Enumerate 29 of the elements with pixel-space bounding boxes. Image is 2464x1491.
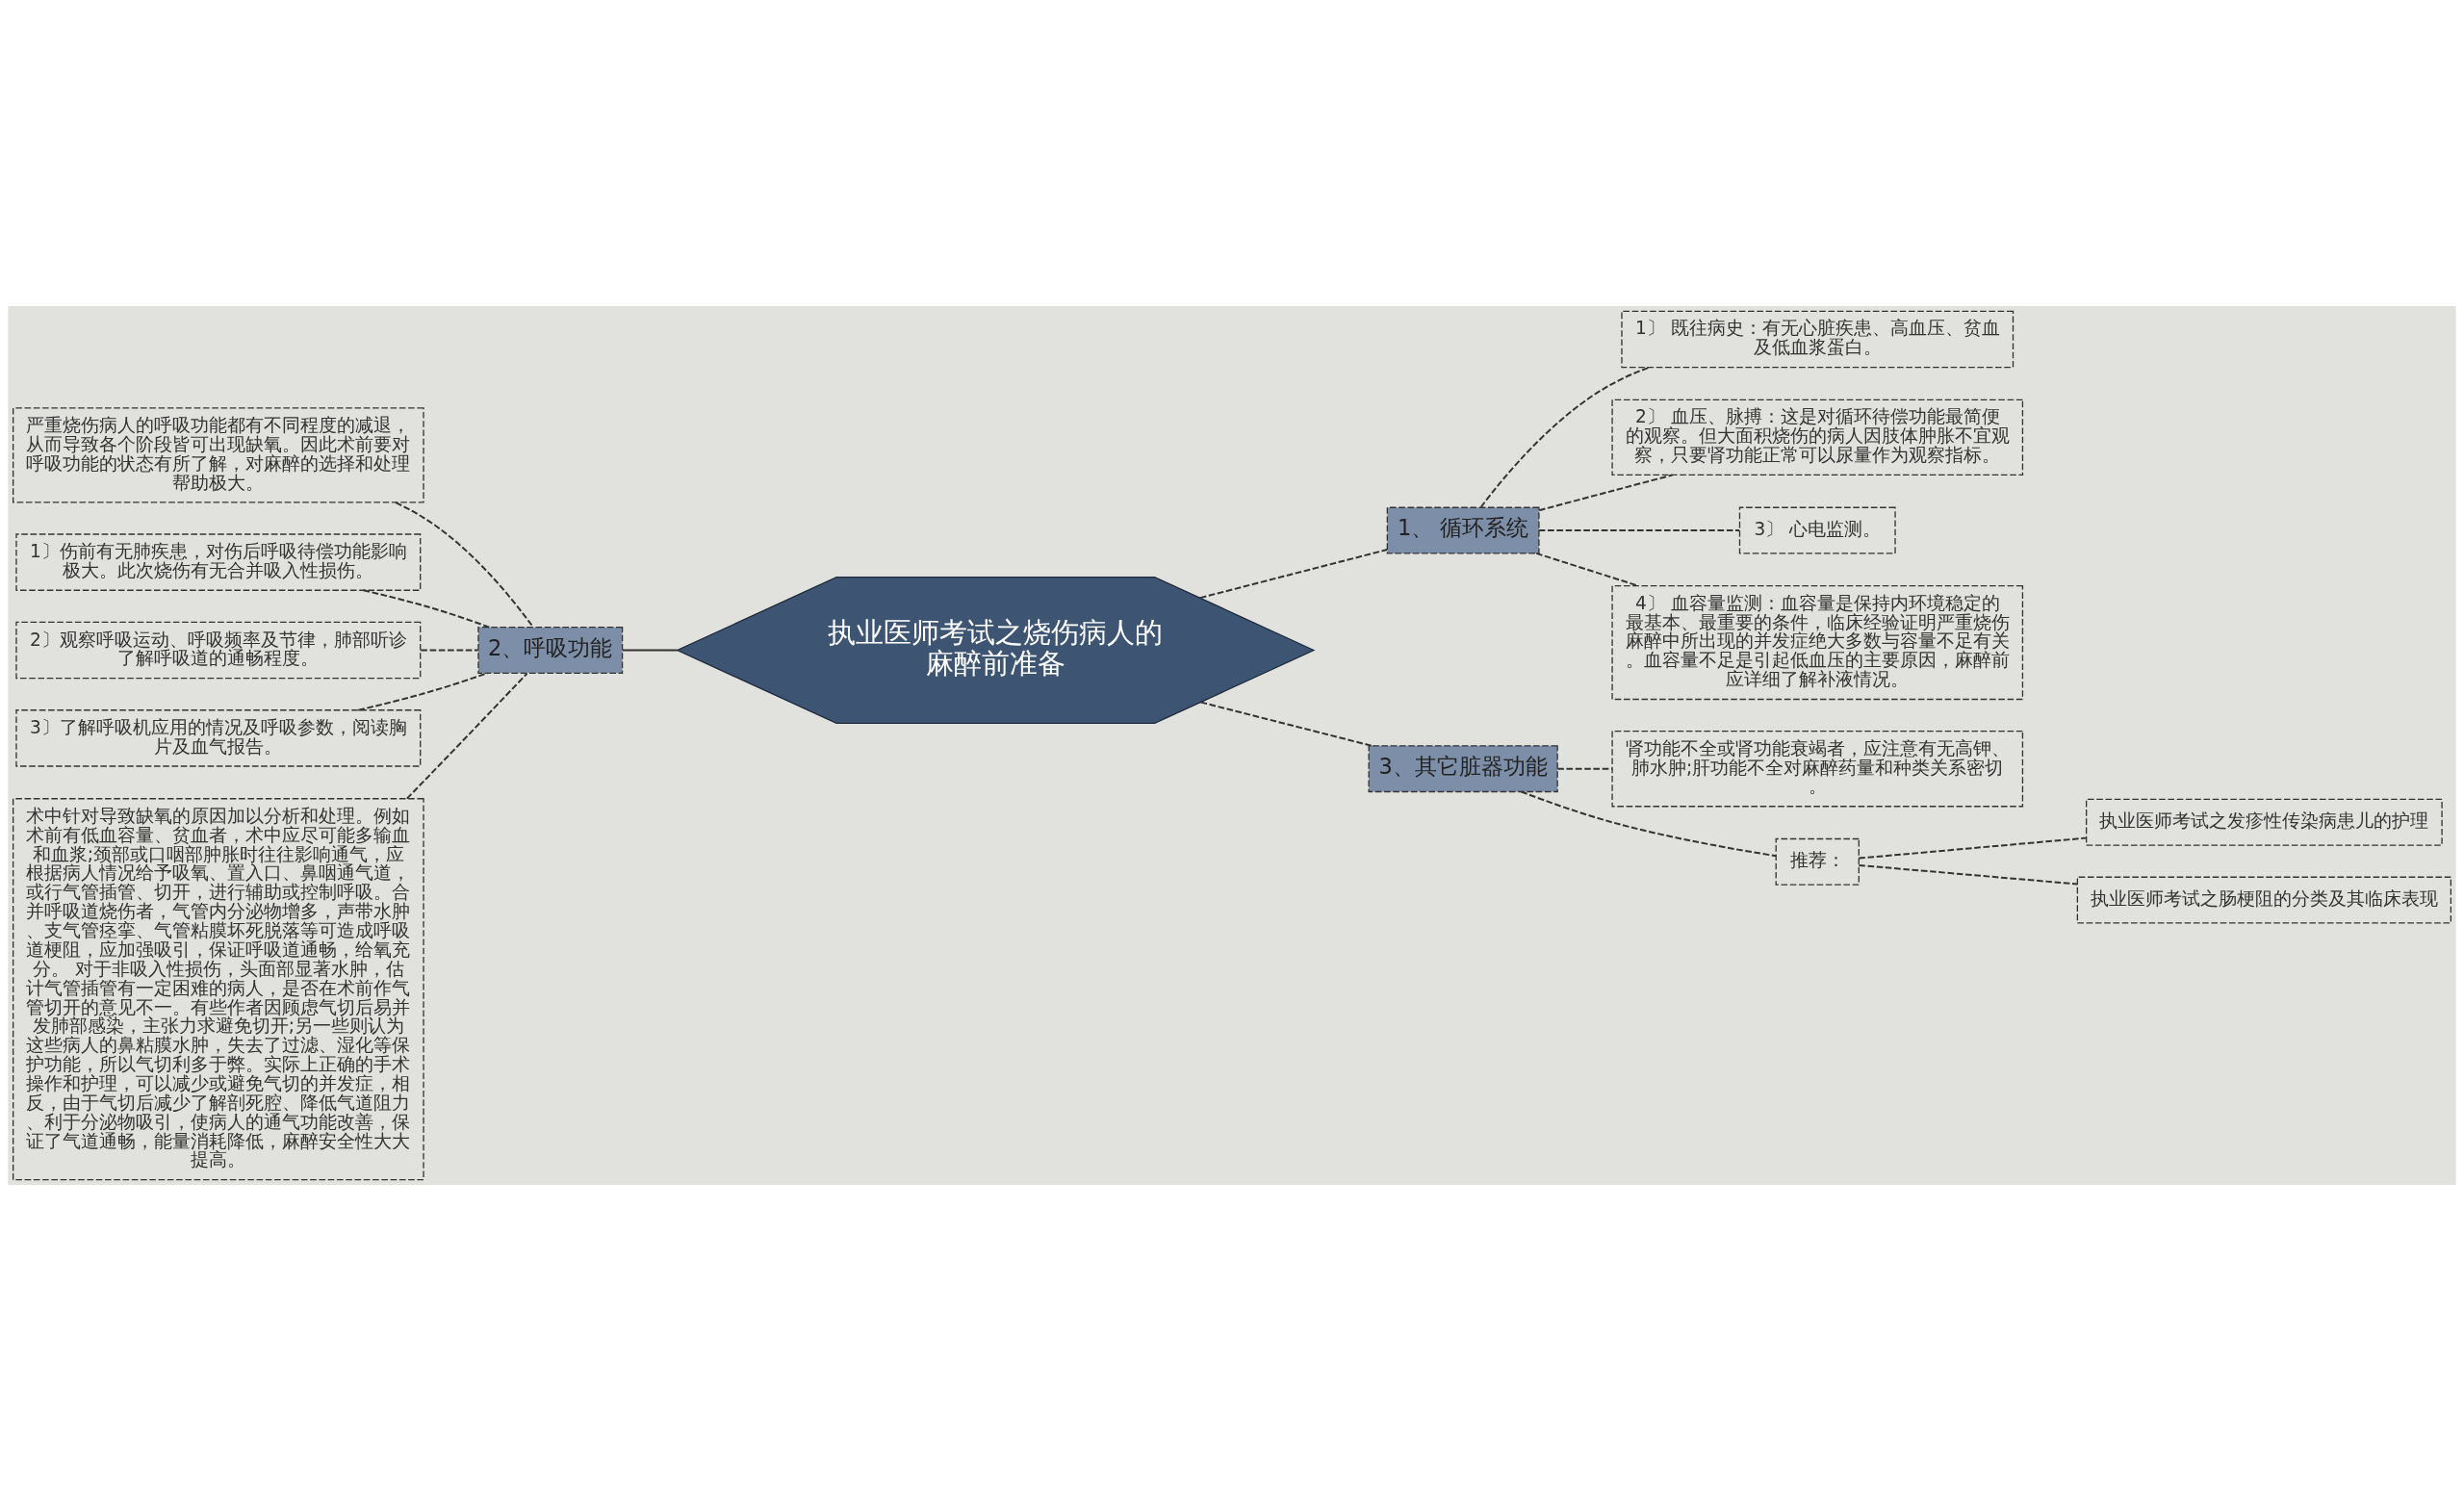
node-box: 2〕 血压、脉搏：这是对循环待偿功能最简便的观察。但大面积烧伤的病人因肢体肿胀不宜观察，只要肾功能正常可以尿量作为观察指标。: [1611, 398, 2024, 476]
connector: [1556, 767, 1613, 770]
connector: [405, 672, 528, 800]
node-box: 3、其它脏器功能: [1368, 745, 1558, 793]
connector: [1858, 836, 2088, 860]
node-box: 4〕 血容量监测：血容量是保持内环境稳定的最基本、最重要的条件，临床经验证明严重烧伤麻醉中所出现的并发症绝大多数与容量不足有关。血容量不足是引起低血压的主要原因，麻醉前应详细了解补液情况。: [1611, 585, 2024, 701]
node-box: 1〕伤前有无肺疾患，对伤后呼吸待偿功能影响极大。此次烧伤有无合并吸入性损伤。: [15, 533, 422, 591]
connector: [1858, 863, 2078, 886]
node-box: 2〕观察呼吸运动、呼吸频率及节律，肺部听诊了解呼吸道的通畅程度。: [15, 621, 422, 680]
connector: [1537, 529, 1740, 532]
node-box: 3〕了解呼吸机应用的情况及呼吸参数，阅读胸片及血气报告。: [15, 709, 422, 767]
node-box: 1〕 既往病史：有无心脏疾患、高血压、贫血及低血浆蛋白。: [1621, 310, 2015, 369]
connector: [420, 649, 479, 652]
connector: [395, 501, 534, 629]
node-box: 术中针对导致缺氧的原因加以分析和处理。例如术前有低血容量、贫血者，术中应尽可能多输血和血浆;颈部或口咽部肿胀时往往影响通气，应根据病人情况给予吸氧、置入口、鼻咽通气道，或行气管插管、切开，进行辅助或控制呼吸。合并呼吸道烧伤者，气管内分泌物增多，声带水肿、支气管痉挛、气管粘膜坏死脱落等可造成呼吸道梗阻，应加强吸引，保证呼吸道通畅，给氧充分。 对于非吸入性损伤，头面部显著水肿，估计气管插管有一定困难的病人，是否在术前作气管切开的意见不一。有些作者因顾虑气切后易并发肺部感染，主张力求避免切开;另一些则认为这些病人的鼻粘膜水肿，失去了过滤、湿化等保护功能，所以气切利多于弊。实际上正确的手术操作和护理，可以减少或避免气切的并发症，相反，由于气切后减少了解剖死腔、降低气道阻力、利于分泌物吸引，使病人的通气功能改善，保证了气道通畅，能量消耗降低，麻醉安全性大大提高。: [13, 798, 424, 1181]
connector: [1198, 549, 1389, 600]
connector: [1538, 474, 1674, 512]
node-box: 肾功能不全或肾功能衰竭者，应注意有无高钾、肺水肿;肝功能不全对麻醉药量和种类关系密切。: [1611, 730, 2024, 808]
node-box: 1、 循环系统: [1386, 506, 1540, 554]
connector: [1199, 701, 1373, 747]
node-box: 执业医师考试之发疹性传染病患儿的护理: [2086, 798, 2443, 846]
node-box: 严重烧伤病人的呼吸功能都有不同程度的减退，从而导致各个阶段皆可出现缺氧。因此术前要对呼吸功能的状态有所了解，对麻醉的选择和处理帮助极大。: [13, 407, 424, 503]
connector: [1535, 552, 1639, 587]
node-box: 2、呼吸功能: [477, 627, 624, 674]
node-box: 执业医师考试之肠梗阻的分类及其临床表现: [2076, 876, 2451, 924]
connector: [1520, 790, 1778, 858]
node-box: 3〕 心电监测。: [1738, 506, 1896, 554]
connector: [622, 649, 679, 652]
node-box: 推荐：: [1775, 837, 1860, 886]
